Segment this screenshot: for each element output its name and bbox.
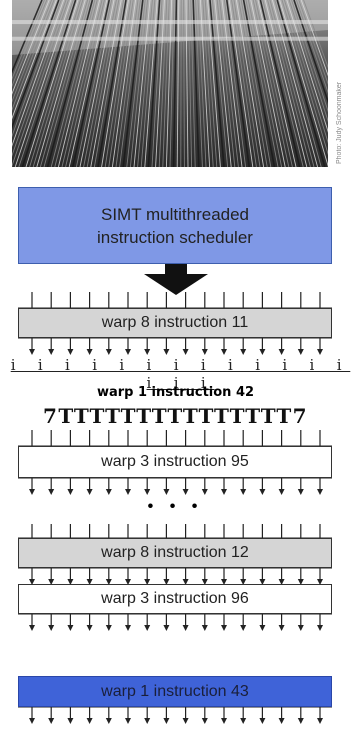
t-lane-row: 7TTTTTTTTTTTTTTT7: [43, 404, 308, 428]
warp-3-instruction-96-box: warp 3 instruction 96: [18, 584, 332, 614]
loom-image: [12, 0, 328, 167]
warp-1-instruction-43-box: warp 1 instruction 43: [18, 676, 332, 707]
i-lane-row: i i i i i i i i i i i i i i i i: [10, 356, 351, 392]
ellipsis: • • •: [147, 498, 204, 515]
scheduler-line-2: instruction scheduler: [97, 227, 253, 247]
warp-1-instruction-42-label: warp 1 instruction 42: [96, 385, 255, 400]
thread-lanes-arrows-1: [18, 337, 332, 355]
warp-8-instruction-11-box: warp 8 instruction 11: [18, 308, 332, 338]
simt-scheduler-box: SIMT multithreaded instruction scheduler: [18, 187, 332, 264]
thread-lanes-arrows-2: [18, 477, 332, 495]
loom-photo: [12, 0, 328, 167]
warp-3-instruction-95-box: warp 3 instruction 95: [18, 446, 332, 478]
warp-8-instruction-12-box: warp 8 instruction 12: [18, 538, 332, 568]
scheduler-line-1: SIMT multithreaded: [100, 204, 250, 224]
photo-credit: Photo: Judy Schoonmaker: [336, 81, 343, 164]
thread-lanes-top-2: [18, 430, 332, 447]
thread-lanes-arrows-4: [18, 613, 332, 631]
thread-lanes-arrows-3: [18, 567, 332, 585]
down-arrow-icon: [144, 264, 208, 295]
thread-lanes-arrows-5: [18, 706, 332, 724]
